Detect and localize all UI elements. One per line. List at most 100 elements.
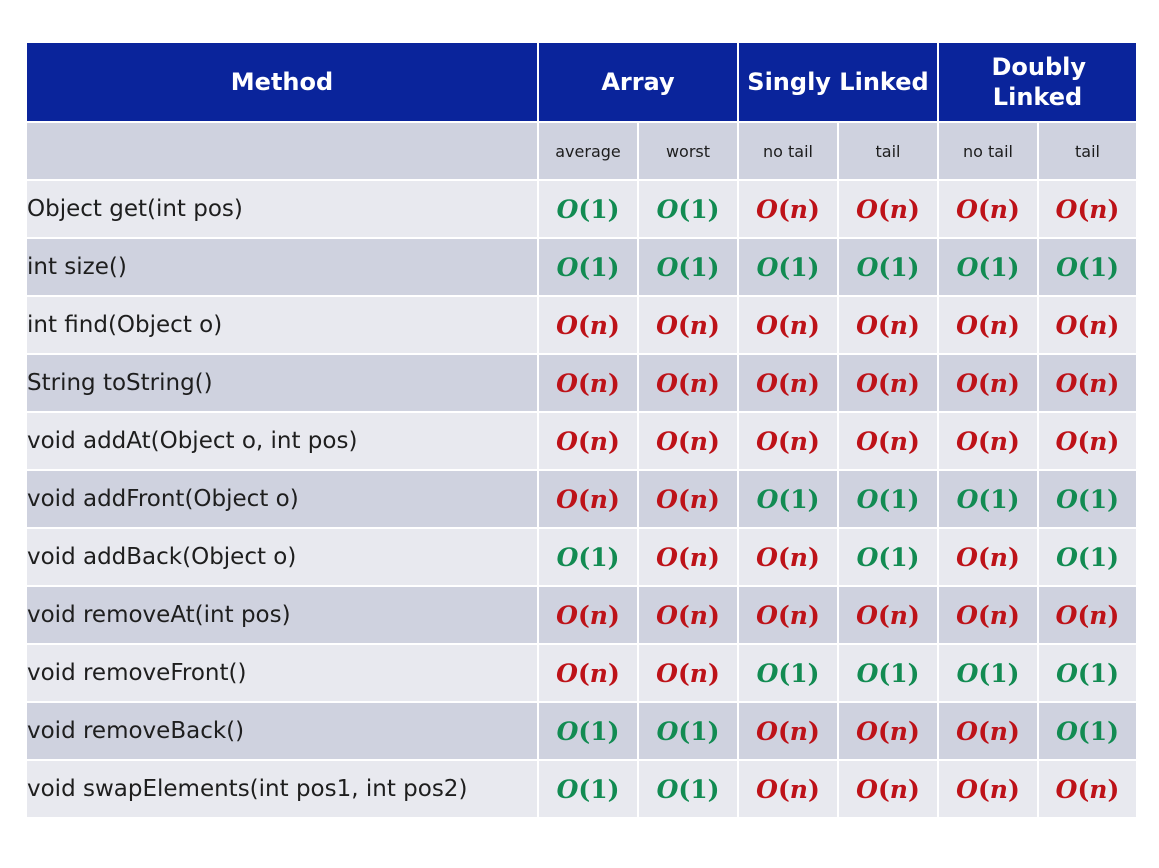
table-row: void removeAt(int pos)O(n)O(n)O(n)O(n)O(… [25,585,1138,645]
complexity-cell-array-average: O(1) [537,759,639,819]
complexity-table: Method Array Singly Linked Doubly Linked… [25,41,1138,819]
subheader-array-worst: worst [637,121,739,181]
complexity-cell-doubly-no-tail: O(n) [937,295,1039,355]
array-group-header: Array [537,41,739,123]
group-header-row: Method Array Singly Linked Doubly Linked [25,41,1138,123]
complexity-cell-array-worst: O(n) [637,643,739,703]
complexity-cell-array-worst: O(1) [637,701,739,761]
complexity-cell-doubly-tail: O(n) [1037,295,1138,355]
complexity-cell-doubly-no-tail: O(1) [937,643,1039,703]
complexity-cell-array-worst: O(1) [637,759,739,819]
complexity-cell-array-average: O(n) [537,411,639,471]
complexity-cell-array-average: O(1) [537,237,639,297]
method-signature: void addBack(Object o) [25,527,539,587]
subheader-row: average worst no tail tail no tail tail [25,121,1138,181]
complexity-cell-singly-no-tail: O(1) [737,237,839,297]
method-signature: void swapElements(int pos1, int pos2) [25,759,539,819]
complexity-cell-singly-tail: O(1) [837,527,939,587]
complexity-cell-doubly-no-tail: O(n) [937,353,1039,413]
table-row: Object get(int pos)O(1)O(1)O(n)O(n)O(n)O… [25,179,1138,239]
complexity-cell-doubly-no-tail: O(n) [937,585,1039,645]
complexity-cell-doubly-tail: O(1) [1037,527,1138,587]
table-row: String toString()O(n)O(n)O(n)O(n)O(n)O(n… [25,353,1138,413]
complexity-cell-doubly-tail: O(1) [1037,469,1138,529]
complexity-cell-doubly-no-tail: O(n) [937,527,1039,587]
method-signature: void removeFront() [25,643,539,703]
complexity-cell-singly-tail: O(n) [837,701,939,761]
complexity-cell-singly-tail: O(n) [837,585,939,645]
subheader-blank [25,121,539,181]
subheader-singly-no-tail: no tail [737,121,839,181]
complexity-cell-singly-no-tail: O(n) [737,411,839,471]
complexity-cell-singly-tail: O(1) [837,469,939,529]
table-row: void addAt(Object o, int pos)O(n)O(n)O(n… [25,411,1138,471]
complexity-cell-singly-no-tail: O(n) [737,179,839,239]
complexity-cell-doubly-no-tail: O(n) [937,759,1039,819]
complexity-cell-array-average: O(n) [537,295,639,355]
complexity-cell-array-worst: O(1) [637,179,739,239]
table-row: int size()O(1)O(1)O(1)O(1)O(1)O(1) [25,237,1138,297]
complexity-cell-doubly-tail: O(1) [1037,701,1138,761]
table-body: Object get(int pos)O(1)O(1)O(n)O(n)O(n)O… [25,179,1138,819]
method-signature: void removeAt(int pos) [25,585,539,645]
table-row: void addFront(Object o)O(n)O(n)O(1)O(1)O… [25,469,1138,529]
complexity-cell-singly-no-tail: O(n) [737,759,839,819]
complexity-cell-doubly-tail: O(n) [1037,411,1138,471]
complexity-cell-array-average: O(n) [537,469,639,529]
complexity-cell-doubly-no-tail: O(n) [937,411,1039,471]
complexity-cell-singly-no-tail: O(1) [737,643,839,703]
method-signature: void addFront(Object o) [25,469,539,529]
complexity-cell-array-average: O(n) [537,643,639,703]
doubly-linked-label: Doubly Linked [991,53,1087,111]
table-row: void swapElements(int pos1, int pos2)O(1… [25,759,1138,819]
complexity-cell-singly-no-tail: O(n) [737,701,839,761]
complexity-cell-singly-tail: O(1) [837,237,939,297]
complexity-cell-doubly-no-tail: O(n) [937,179,1039,239]
complexity-cell-array-worst: O(n) [637,469,739,529]
complexity-cell-singly-tail: O(n) [837,353,939,413]
table-row: void removeFront()O(n)O(n)O(1)O(1)O(1)O(… [25,643,1138,703]
complexity-cell-doubly-no-tail: O(1) [937,237,1039,297]
method-signature: String toString() [25,353,539,413]
method-signature: void removeBack() [25,701,539,761]
complexity-cell-array-worst: O(n) [637,411,739,471]
doubly-linked-group-header: Doubly Linked [937,41,1138,123]
subheader-doubly-tail: tail [1037,121,1138,181]
complexity-cell-array-worst: O(n) [637,585,739,645]
complexity-cell-singly-no-tail: O(n) [737,527,839,587]
complexity-cell-doubly-tail: O(1) [1037,237,1138,297]
subheader-doubly-no-tail: no tail [937,121,1039,181]
method-column-header: Method [25,41,539,123]
method-signature: Object get(int pos) [25,179,539,239]
complexity-cell-array-average: O(n) [537,353,639,413]
complexity-cell-doubly-no-tail: O(n) [937,701,1039,761]
table-row: void addBack(Object o)O(1)O(n)O(n)O(1)O(… [25,527,1138,587]
complexity-cell-singly-tail: O(n) [837,179,939,239]
complexity-cell-array-worst: O(n) [637,295,739,355]
complexity-cell-singly-no-tail: O(n) [737,585,839,645]
method-signature: int find(Object o) [25,295,539,355]
complexity-cell-doubly-tail: O(n) [1037,353,1138,413]
complexity-cell-singly-tail: O(1) [837,643,939,703]
table-row: int find(Object o)O(n)O(n)O(n)O(n)O(n)O(… [25,295,1138,355]
method-signature: void addAt(Object o, int pos) [25,411,539,471]
complexity-cell-singly-no-tail: O(1) [737,469,839,529]
complexity-cell-doubly-no-tail: O(1) [937,469,1039,529]
method-signature: int size() [25,237,539,297]
complexity-cell-singly-no-tail: O(n) [737,295,839,355]
complexity-cell-doubly-tail: O(1) [1037,643,1138,703]
singly-linked-group-header: Singly Linked [737,41,939,123]
complexity-cell-singly-tail: O(n) [837,295,939,355]
complexity-cell-doubly-tail: O(n) [1037,179,1138,239]
complexity-cell-array-worst: O(n) [637,527,739,587]
table-row: void removeBack()O(1)O(1)O(n)O(n)O(n)O(1… [25,701,1138,761]
complexity-cell-array-average: O(1) [537,179,639,239]
complexity-cell-singly-tail: O(n) [837,759,939,819]
subheader-singly-tail: tail [837,121,939,181]
complexity-cell-array-worst: O(n) [637,353,739,413]
complexity-cell-doubly-tail: O(n) [1037,759,1138,819]
complexity-cell-doubly-tail: O(n) [1037,585,1138,645]
complexity-cell-array-worst: O(1) [637,237,739,297]
complexity-cell-singly-no-tail: O(n) [737,353,839,413]
complexity-cell-array-average: O(1) [537,701,639,761]
